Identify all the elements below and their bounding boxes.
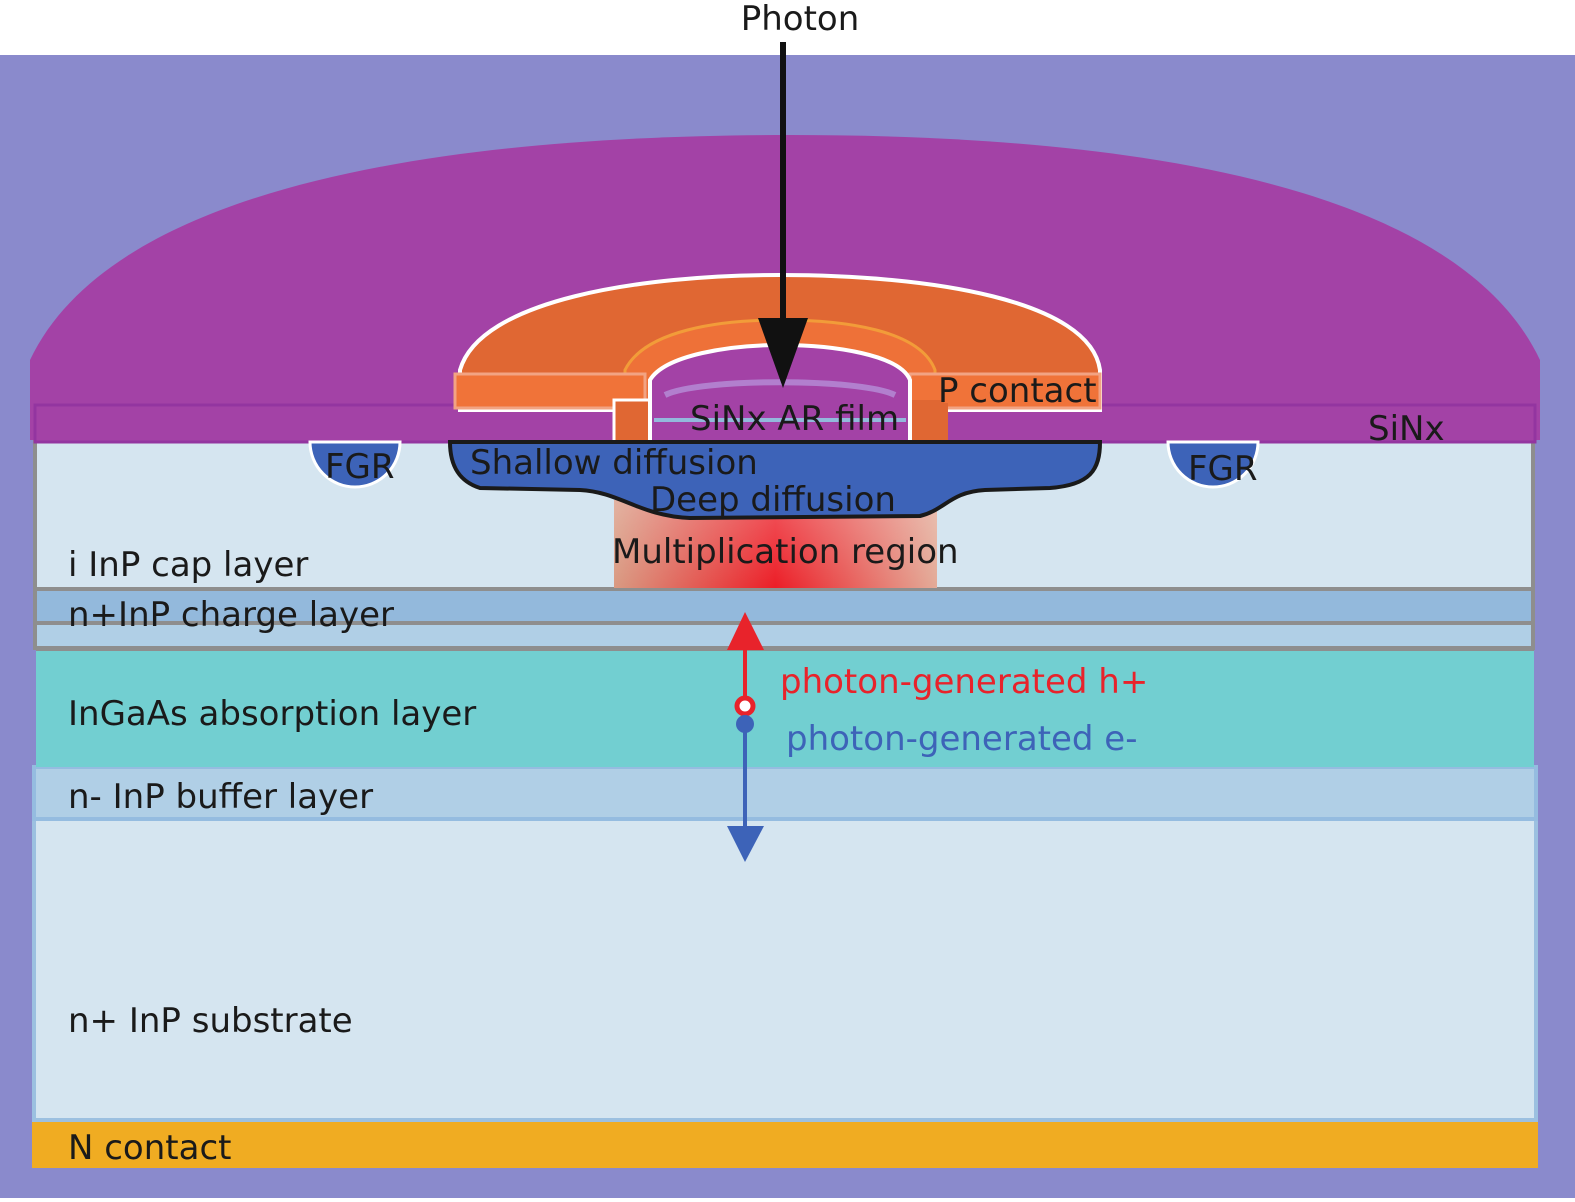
hole-arrow bbox=[727, 612, 764, 717]
hole-dot bbox=[734, 695, 756, 717]
photon-label: Photon bbox=[741, 0, 860, 39]
shallow-diffusion-label: Shallow diffusion bbox=[470, 443, 758, 483]
grading-layer bbox=[36, 624, 1534, 648]
absorption-layer-label: InGaAs absorption layer bbox=[68, 694, 476, 734]
layer-dividers bbox=[33, 440, 1535, 651]
electron-dot bbox=[736, 715, 754, 733]
fgr-left-label: FGR bbox=[325, 447, 395, 487]
photon-arrow bbox=[758, 42, 808, 388]
absorption-layer bbox=[36, 650, 1534, 767]
n-contact-label: N contact bbox=[68, 1128, 231, 1168]
n-contact-layer bbox=[32, 1122, 1538, 1168]
fgr-right-ring bbox=[1166, 440, 1260, 489]
fgr-left-ring bbox=[308, 440, 402, 489]
deep-diffusion-label: Deep diffusion bbox=[650, 480, 896, 520]
fgr-right-label: FGR bbox=[1188, 449, 1258, 489]
substrate-label: n+ InP substrate bbox=[68, 1001, 353, 1041]
sinx-ar-film-label: SiNx AR film bbox=[690, 399, 899, 439]
multiplication-region-label: Multiplication region bbox=[612, 532, 959, 572]
buffer-layer-label: n- InP buffer layer bbox=[68, 777, 373, 817]
top-margin bbox=[0, 0, 1575, 55]
electron-arrow bbox=[727, 715, 764, 862]
diffusion-region bbox=[447, 440, 1103, 521]
cap-layer-label: i InP cap layer bbox=[68, 545, 308, 585]
electron-label: photon-generated e- bbox=[786, 719, 1138, 759]
charge-layer-label: n+InP charge layer bbox=[68, 595, 394, 635]
hole-label: photon-generated h+ bbox=[780, 662, 1148, 702]
substrate-layer bbox=[32, 816, 1538, 1122]
sinx-label: SiNx bbox=[1368, 409, 1445, 449]
p-contact-label: P contact bbox=[938, 371, 1097, 411]
charge-layer bbox=[36, 590, 1534, 622]
